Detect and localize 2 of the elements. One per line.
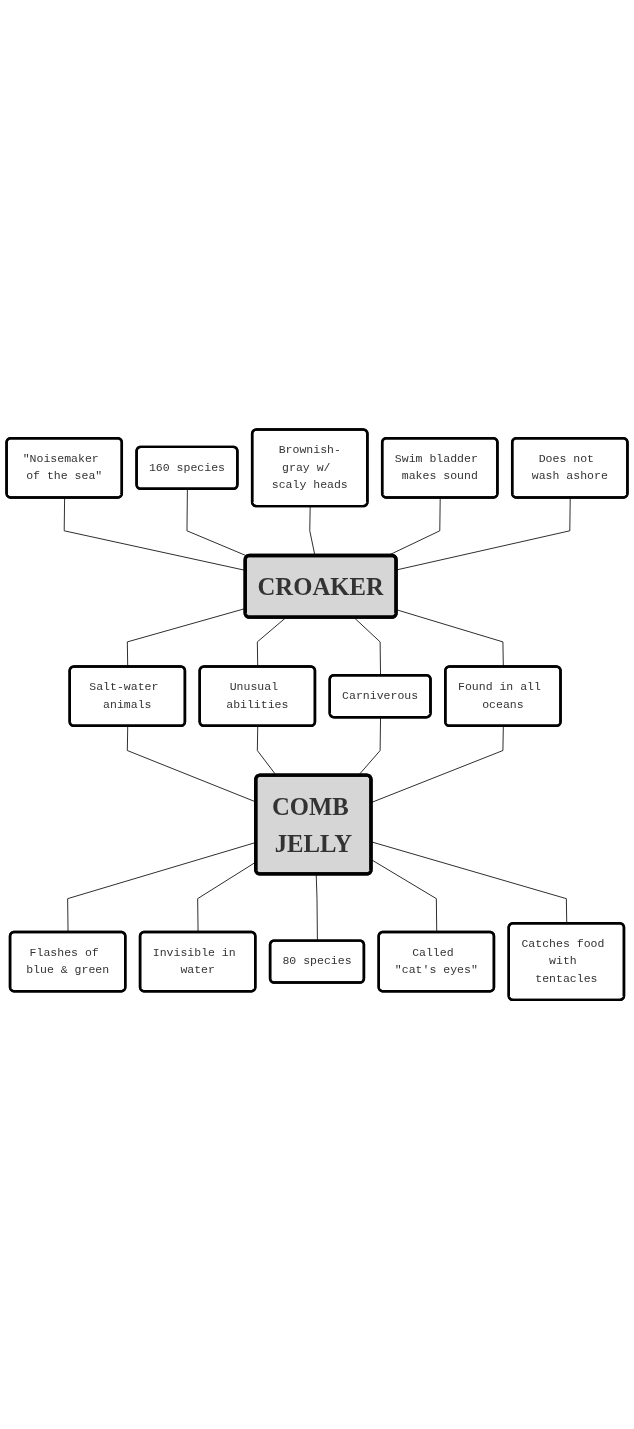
connector	[371, 725, 504, 803]
connector	[371, 841, 568, 924]
